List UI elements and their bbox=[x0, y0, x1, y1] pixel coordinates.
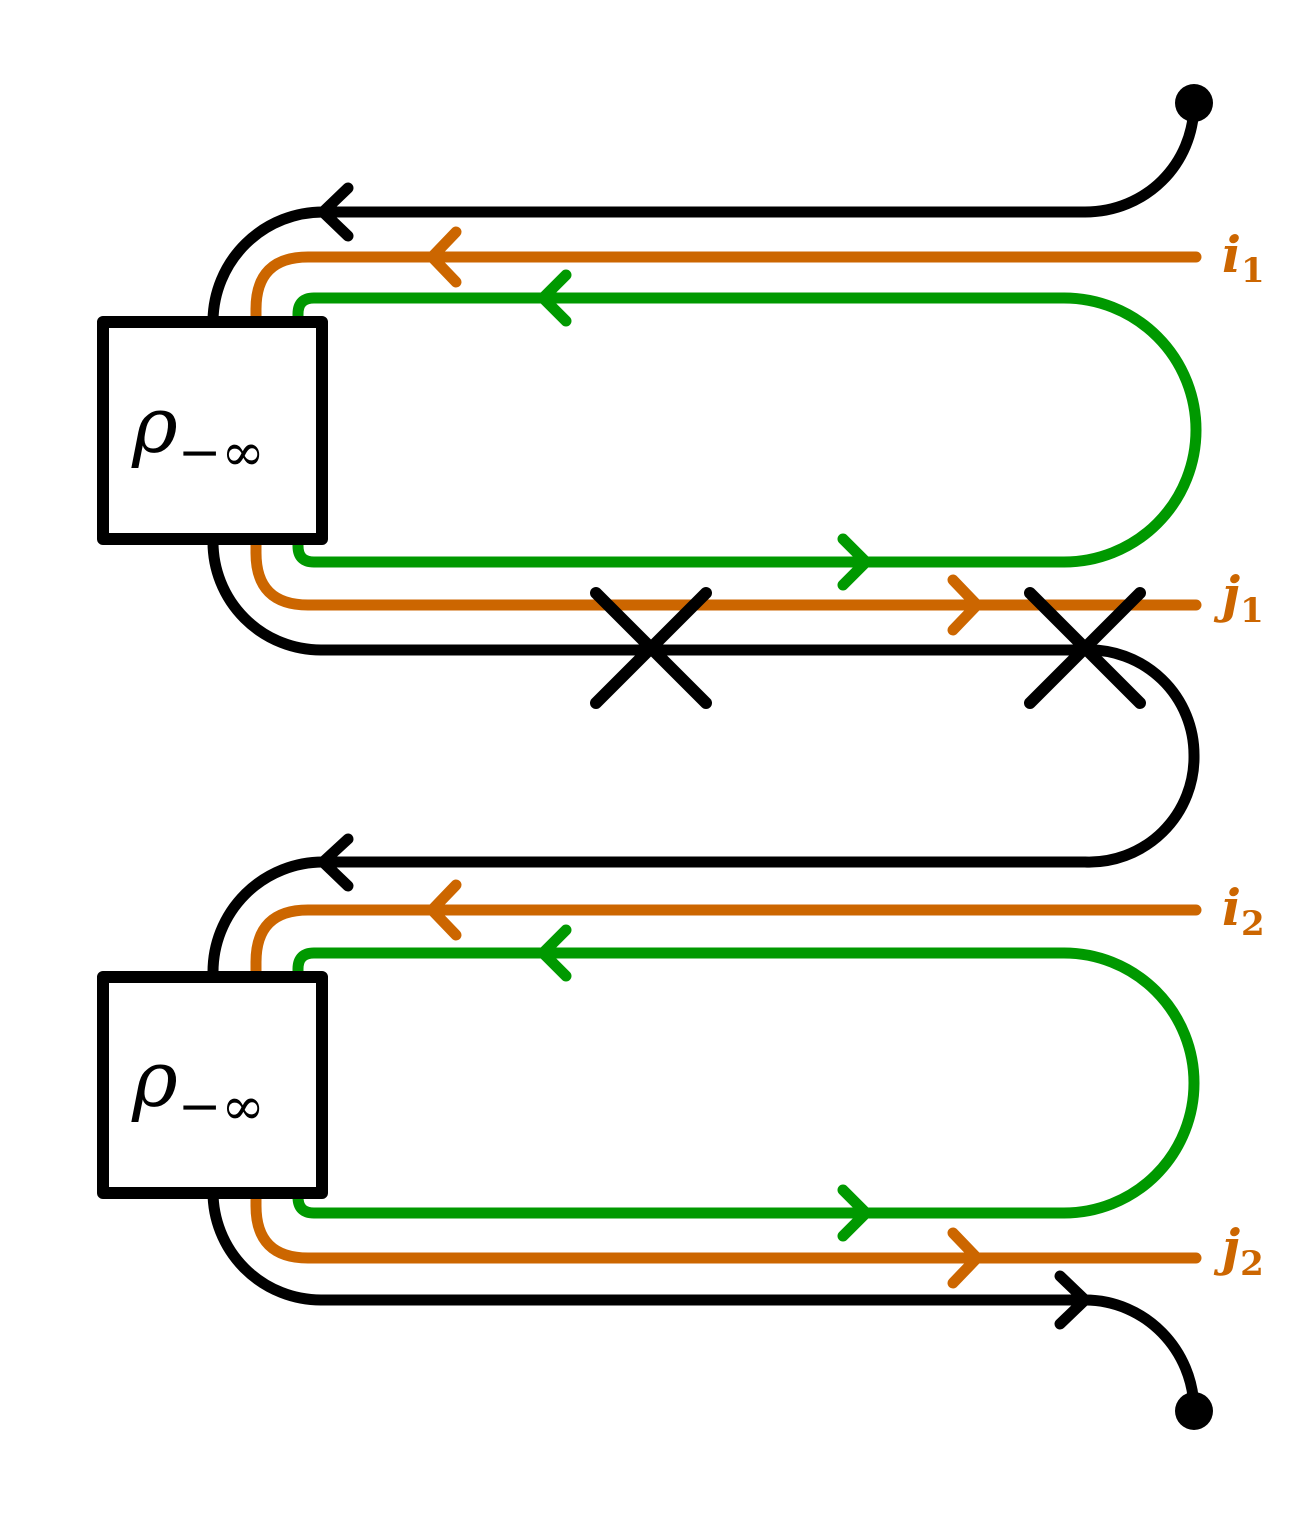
port-label-i2: i2 bbox=[1222, 878, 1265, 944]
orange-arrow-j2 bbox=[947, 1227, 983, 1289]
port-label-j2: j2 bbox=[1213, 1218, 1264, 1284]
orange-line-j2 bbox=[250, 1186, 1202, 1264]
orange-arrow-i1 bbox=[426, 226, 462, 288]
box-symbol: ρ bbox=[131, 1035, 178, 1125]
black-contour bbox=[207, 97, 1200, 1417]
orange-arrow-i2 bbox=[426, 879, 462, 941]
svg-text:ρ−∞: ρ−∞ bbox=[131, 381, 265, 483]
orange-line-i1 bbox=[250, 251, 1202, 326]
green-loop-bottom bbox=[292, 947, 1200, 1219]
filled-circle-icon bbox=[1175, 1392, 1213, 1430]
black-arrow-middle bbox=[317, 833, 354, 892]
port-label-i1: i1 bbox=[1222, 225, 1265, 291]
density-matrix-box-bottom: ρ−∞ bbox=[97, 971, 328, 1199]
green-arrow-right-top bbox=[837, 533, 872, 591]
box-subscript: −∞ bbox=[178, 1077, 265, 1137]
black-arrow-top bbox=[317, 182, 354, 242]
box-subscript: −∞ bbox=[178, 423, 265, 483]
svg-text:ρ−∞: ρ−∞ bbox=[131, 1035, 265, 1137]
cross-icon bbox=[1024, 587, 1146, 709]
orange-arrow-j1 bbox=[947, 574, 983, 636]
green-loop-top bbox=[292, 292, 1202, 568]
port-label-j1: j1 bbox=[1213, 565, 1264, 631]
cross-icon bbox=[590, 587, 712, 709]
green-arrow-left-top bbox=[537, 269, 572, 327]
orange-line-i2 bbox=[250, 904, 1202, 981]
orange-line-j1 bbox=[250, 536, 1202, 611]
green-arrow-right-bottom bbox=[837, 1184, 872, 1242]
filled-circle-icon bbox=[1175, 84, 1213, 122]
density-matrix-box-top: ρ−∞ bbox=[97, 316, 328, 545]
box-symbol: ρ bbox=[131, 381, 178, 471]
black-arrow-bottom bbox=[1054, 1270, 1091, 1330]
green-arrow-left-bottom bbox=[537, 924, 572, 982]
